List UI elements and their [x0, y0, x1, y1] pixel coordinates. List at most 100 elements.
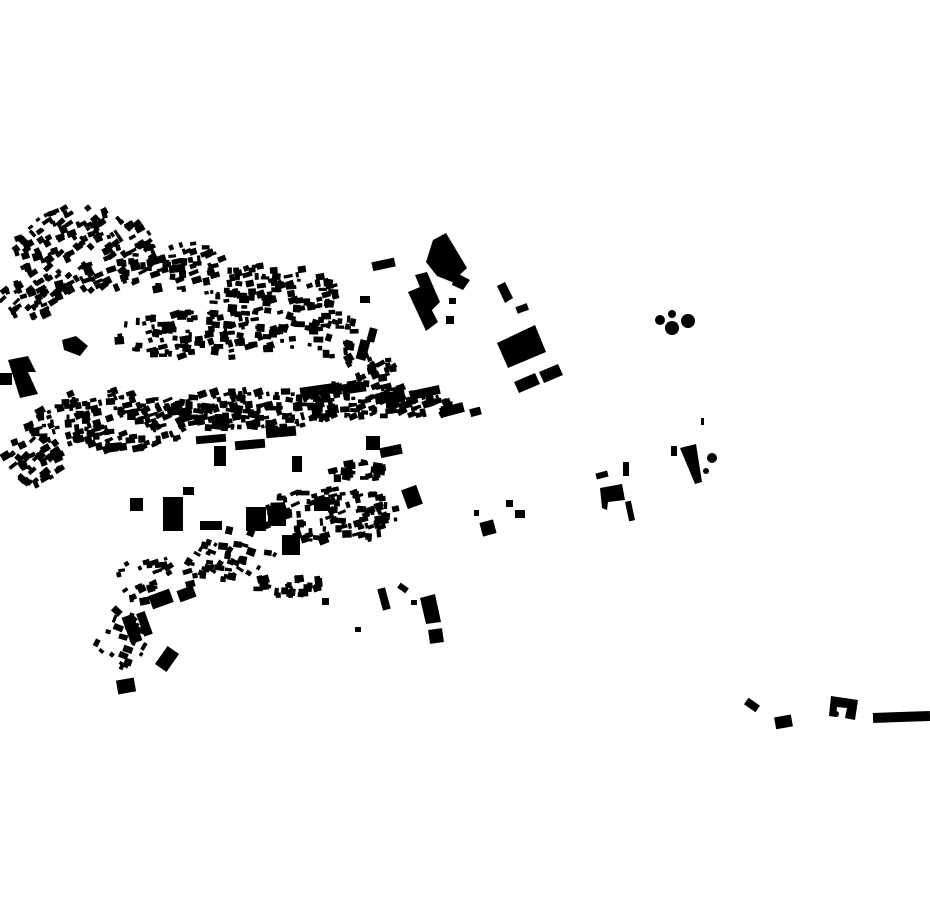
building — [138, 268, 147, 276]
building — [150, 417, 158, 427]
building — [222, 412, 229, 420]
building — [343, 385, 348, 393]
building — [701, 418, 704, 425]
building — [121, 401, 133, 409]
building — [342, 352, 355, 364]
building — [87, 286, 95, 295]
building — [381, 388, 385, 392]
building — [168, 350, 173, 357]
building — [24, 264, 32, 274]
building — [35, 450, 47, 462]
building — [274, 391, 279, 396]
building — [210, 290, 214, 294]
building — [209, 409, 213, 415]
building — [240, 310, 251, 316]
building — [362, 380, 370, 388]
building — [17, 235, 28, 246]
building — [146, 259, 153, 268]
building — [114, 215, 122, 223]
building — [120, 259, 127, 268]
building — [315, 296, 323, 302]
building — [119, 249, 129, 259]
building — [213, 343, 224, 349]
building — [92, 638, 101, 648]
building — [175, 277, 183, 283]
building — [360, 296, 370, 303]
building — [55, 217, 66, 228]
building — [246, 391, 252, 396]
building — [214, 446, 226, 466]
building — [354, 496, 361, 504]
building — [248, 267, 256, 273]
building — [347, 522, 352, 529]
building — [97, 399, 103, 407]
building — [118, 219, 125, 226]
building — [304, 504, 311, 512]
building — [30, 302, 39, 311]
building — [0, 373, 12, 385]
building — [324, 333, 333, 343]
building — [89, 221, 97, 229]
building — [129, 612, 135, 618]
building — [26, 464, 35, 474]
building — [425, 396, 432, 405]
building — [282, 535, 300, 555]
building — [368, 491, 377, 497]
building — [515, 303, 530, 314]
building — [248, 293, 255, 301]
building — [312, 584, 318, 593]
building — [255, 403, 262, 410]
building — [134, 583, 143, 590]
building — [214, 323, 218, 328]
building — [128, 395, 137, 404]
building — [145, 237, 153, 245]
building — [539, 364, 563, 383]
building — [232, 412, 241, 420]
building — [131, 258, 139, 265]
building — [66, 414, 70, 420]
building — [178, 310, 189, 318]
building — [383, 366, 390, 373]
building — [196, 255, 201, 263]
building — [253, 586, 263, 592]
building — [274, 280, 286, 291]
building — [205, 559, 214, 565]
building — [111, 393, 118, 401]
building — [229, 273, 236, 282]
building — [79, 284, 88, 293]
building — [396, 405, 408, 417]
building — [203, 333, 213, 339]
building — [0, 294, 7, 304]
building — [335, 525, 342, 533]
building — [120, 267, 128, 274]
building — [397, 582, 409, 594]
building — [357, 524, 365, 531]
building — [319, 390, 331, 400]
building — [34, 405, 47, 417]
building — [474, 510, 479, 516]
building — [366, 533, 372, 543]
building — [469, 406, 482, 418]
building — [211, 421, 222, 430]
building — [64, 422, 72, 428]
building — [165, 569, 173, 577]
building — [351, 396, 356, 401]
building — [117, 406, 124, 412]
building — [35, 284, 47, 294]
building — [208, 262, 219, 270]
building — [246, 528, 256, 538]
building — [114, 336, 125, 345]
building — [360, 476, 369, 480]
building — [75, 434, 85, 444]
building — [64, 431, 73, 440]
building — [115, 677, 137, 695]
building — [83, 204, 92, 212]
building — [209, 567, 217, 574]
building — [623, 462, 629, 476]
building — [308, 402, 315, 410]
building — [138, 651, 144, 657]
building — [180, 427, 187, 433]
building — [13, 289, 18, 295]
building — [101, 275, 113, 286]
building — [150, 441, 159, 448]
